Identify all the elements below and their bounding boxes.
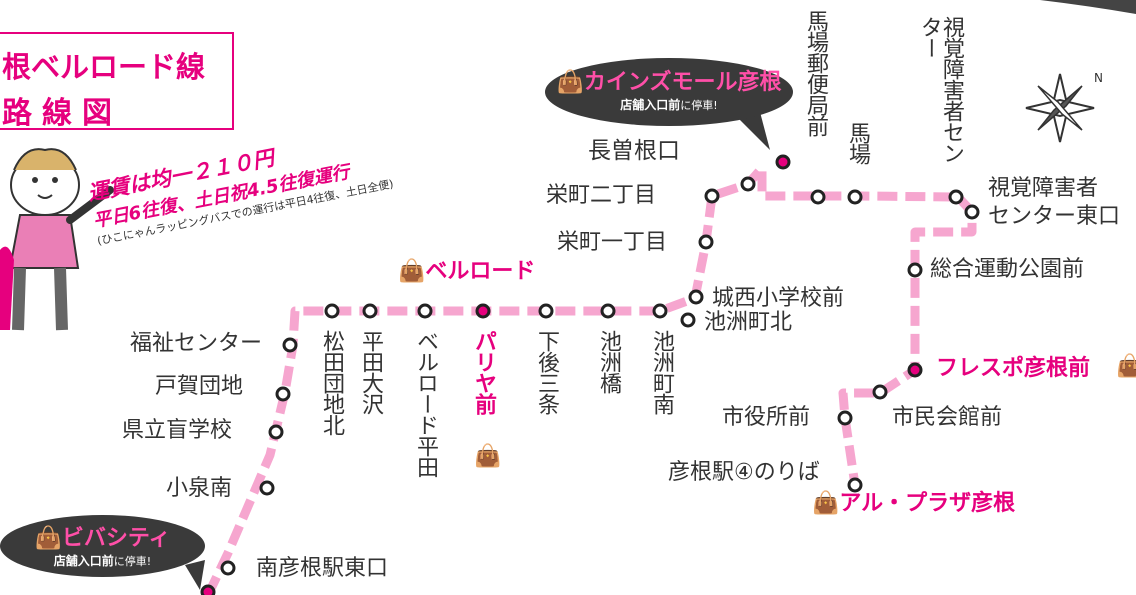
shop-bag-icon: 👜 [556,70,584,95]
stop-marker [872,384,888,400]
bivacity-stop-note: 店舗入口前に停車! [0,552,205,569]
stop-marker [907,362,923,378]
title-box: 根ベルロード線 路線図 [0,32,234,131]
stop-note-main: 店舗入口前 [53,554,114,568]
paliya-shop-bag-icon: 👜 [474,444,502,469]
stop-marker [259,480,275,496]
stop-marker [964,204,980,220]
stop-marker [538,303,554,319]
stop-marker [324,303,340,319]
stop-marker [680,312,696,328]
stop-baba: 馬場 [845,122,870,164]
stop-josai-shogakko: 城西小学校前 [712,286,845,311]
stop-note-main: 店舗入口前 [620,98,681,112]
stop-furespo-hikone: フレスポ彦根前 [936,356,1091,381]
stop-marker [847,477,863,493]
bubble-pointer [735,112,770,150]
stop-sogo-undo-koen: 総合運動公園前 [930,257,1085,282]
stop-marker [475,303,491,319]
stop-hirata-osawa: 平田大沢 [358,330,383,414]
bubble-pointer [185,560,205,590]
stop-marker [417,303,433,319]
cainz-label: カインズモール彦根 [583,70,782,95]
stop-bell-road-hirata: ベルロード平田 [413,330,438,477]
stop-kenritsu-mogakko: 県立盲学校 [122,418,233,443]
compass-icon: N [1025,71,1103,143]
shop-bell-road: 👜ベルロード [398,261,535,283]
stop-marker [200,584,216,595]
stop-toga-danchi: 戸賀団地 [155,374,244,399]
stop-shikaku-center-higashi-line1: 視覚障害者 [988,176,1099,201]
stop-marker [907,262,923,278]
stop-marker [275,386,291,402]
cainz-name: 👜カインズモール彦根 [545,64,793,96]
stop-chishu-cho-minami: 池洲町南 [649,330,674,414]
stop-shimin-kaikan: 市民会館前 [892,405,1003,430]
stop-shikaku-center-label: 視覚障害者センター [917,16,964,163]
stop-marker [268,424,284,440]
stop-baba-yubinkyoku: 馬場郵便局前 [803,10,828,136]
stop-marker [740,176,756,192]
stop-shiyakusho: 市役所前 [722,405,811,430]
stop-shikaku-center-higashi-line2: センター東口 [988,204,1121,229]
bivacity-bubble: 👜ビバシティ 店舗入口前に停車! [0,515,205,577]
furespo-shop-bag-icon: 👜 [1116,354,1136,379]
stop-shimogo-sanjo: 下後三条 [534,330,559,414]
route-subtitle: 路線図 [2,96,122,131]
stop-marker [698,234,714,250]
stop-marker [652,303,668,319]
stop-sakaemachi-2: 栄町二丁目 [546,183,657,208]
cainz-stop-note: 店舗入口前に停車! [545,96,793,113]
stop-marker [810,189,826,205]
shop-bell-road-label: ベルロード [425,259,536,284]
stop-marker [704,188,720,204]
stop-marker [837,410,853,426]
shop-bag-icon: 👜 [398,259,426,284]
stop-paliya-mae: パリヤ前 [471,330,496,414]
stop-marker [600,303,616,319]
stop-marker [220,560,236,576]
character-illustration [0,148,114,331]
stop-marker [948,189,964,205]
stop-chishu-cho-kita: 池洲町北 [704,310,793,335]
stop-fukushi-center: 福祉センター [130,331,263,356]
shop-bag-icon: 👜 [812,491,840,516]
stop-marker [775,154,791,170]
stop-marker [688,289,704,305]
stop-chishu-bashi: 池洲橋 [596,330,621,393]
stop-sakaemachi-1: 栄町一丁目 [557,230,668,255]
shop-bag-icon: 👜 [34,526,62,551]
stop-minami-hikone-higashi: 南彦根駅東口 [256,556,389,581]
bivacity-label: ビバシティ [61,526,171,551]
stop-note-tail: に停車! [680,99,718,112]
stop-markers [200,154,980,595]
stop-marker [282,337,298,353]
stop-shikaku-center: 視覚障害者センター [917,16,968,176]
cainz-bubble: 👜カインズモール彦根 店舗入口前に停車! [545,58,793,126]
stop-marker [362,303,378,319]
stop-hikone-eki-4: 彦根駅④のりば [668,460,820,485]
stop-koizumi-minami: 小泉南 [166,476,233,501]
stop-note-tail: に停車! [113,555,152,568]
stop-marker [847,189,863,205]
stop-matsuda-danchi-kita: 松田団地北 [319,330,344,435]
stop-nagasone-guchi: 長曽根口 [588,138,680,164]
bivacity-name: 👜ビバシティ [0,520,205,552]
svg-text:N: N [1094,71,1103,85]
route-title: 根ベルロード線 [2,50,206,84]
shop-al-plaza-label: アル・プラザ彦根 [839,491,1016,516]
shop-al-plaza: 👜アル・プラザ彦根 [812,493,1015,515]
